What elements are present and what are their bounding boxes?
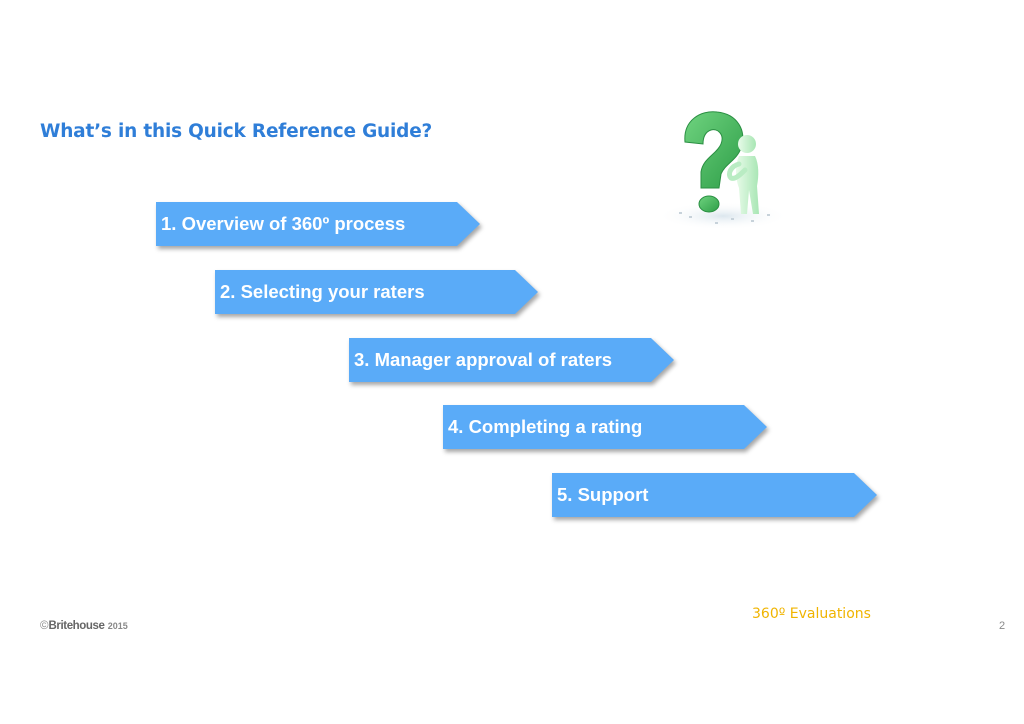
question-mark-figure-icon xyxy=(657,111,789,230)
step-label-2: 2. Selecting your raters xyxy=(220,281,425,302)
copyright-notice: ©Britehouse 2015 xyxy=(40,620,128,632)
step-label-4: 4. Completing a rating xyxy=(448,416,643,437)
copyright-symbol: © xyxy=(40,620,49,632)
product-name: 360º Evaluations xyxy=(752,606,871,622)
page-number: 2 xyxy=(999,620,1006,632)
step-arrow-3: 3. Manager approval of raters xyxy=(349,338,674,382)
step-arrow-1: 1. Overview of 360º process xyxy=(156,202,480,246)
step-label-1: 1. Overview of 360º process xyxy=(161,213,406,234)
brand-name: Britehouse xyxy=(48,620,105,632)
step-arrow-5: 5. Support xyxy=(552,473,877,517)
step-arrow-4: 4. Completing a rating xyxy=(443,405,767,449)
step-label-3: 3. Manager approval of raters xyxy=(354,349,613,370)
step-arrow-2: 2. Selecting your raters xyxy=(215,270,538,314)
step-label-5: 5. Support xyxy=(557,484,649,505)
copyright-year: 2015 xyxy=(107,621,128,631)
slide-title: What’s in this Quick Reference Guide? xyxy=(40,121,433,142)
